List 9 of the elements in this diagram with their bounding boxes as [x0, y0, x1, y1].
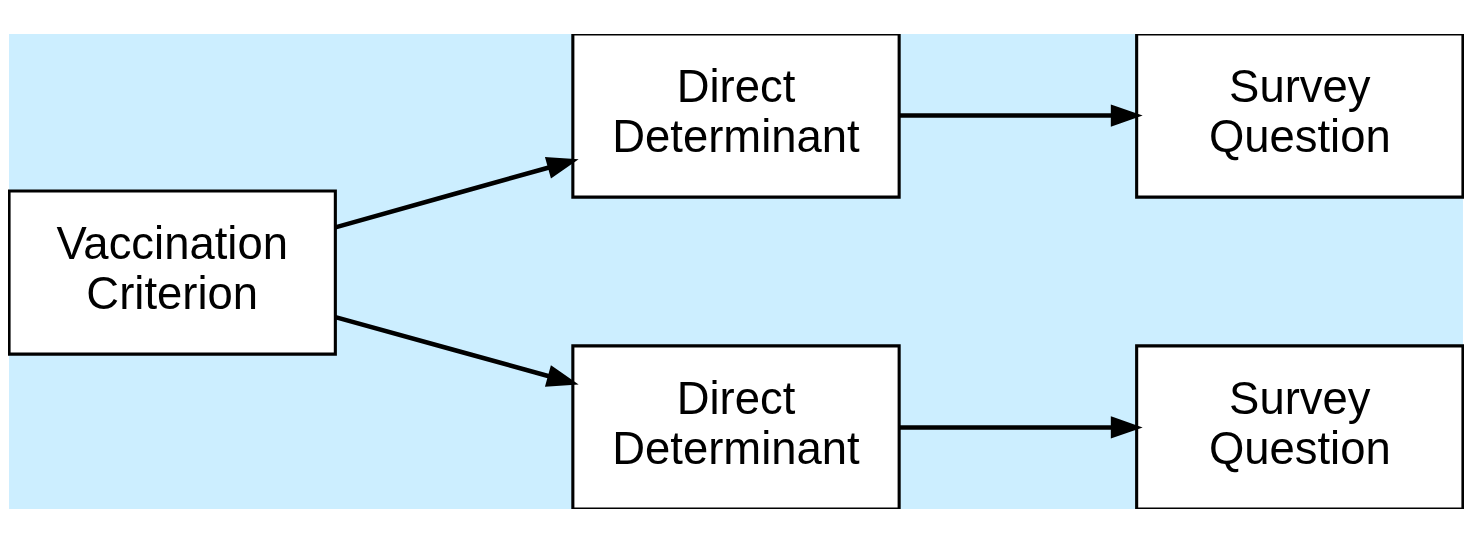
node-box: Survey Question [1135, 344, 1464, 509]
arrow [334, 157, 579, 230]
arrow [899, 104, 1143, 127]
node-box: Direct Determinant [571, 344, 901, 509]
node-box: Survey Question [1135, 34, 1464, 199]
node-box: Direct Determinant [571, 34, 901, 199]
arrow [899, 416, 1143, 439]
node-box: Vaccination Criterion [8, 189, 337, 356]
arrow [334, 314, 579, 387]
